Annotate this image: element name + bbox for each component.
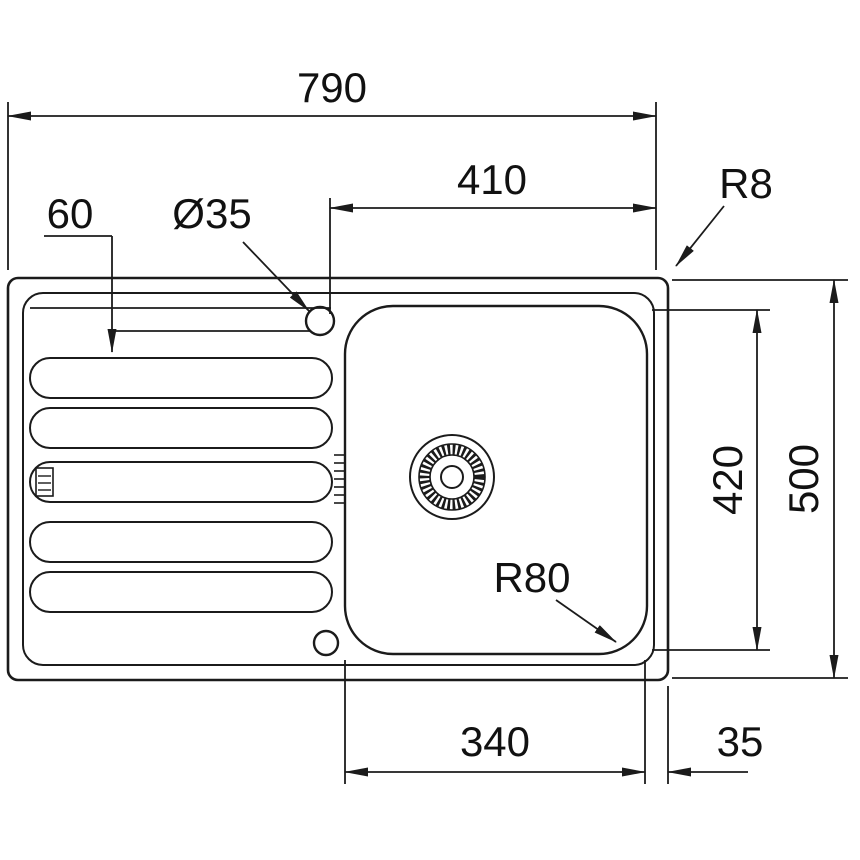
- tap-hole: [304, 305, 336, 337]
- drain-center-cap: [440, 465, 464, 489]
- drainer-grooves: [29, 357, 333, 613]
- dim-label-bowl-corner-radius: R80: [493, 554, 570, 601]
- dim-label-overall-depth: 500: [780, 444, 827, 514]
- bowl-outline: [343, 304, 649, 656]
- drain-outer-ring: [409, 434, 495, 520]
- dim-label-bowl-length: 420: [704, 445, 751, 515]
- dim-overall-width: 790: [7, 64, 657, 270]
- drainer-groove: [29, 521, 333, 563]
- dim-label-overall-width: 790: [297, 64, 367, 111]
- overflow-grill-frame: [35, 467, 54, 497]
- dim-bowl-length: 420: [652, 309, 770, 651]
- dim-overall-depth: 500: [672, 279, 848, 679]
- leader-line: [242, 241, 310, 312]
- drain: [409, 434, 495, 520]
- dim-bowl-to-edge: 35: [667, 686, 764, 784]
- leader-line: [675, 205, 725, 267]
- dim-label-rim-corner-radius: R8: [719, 160, 773, 207]
- dim-label-bowl-to-edge: 35: [717, 718, 764, 765]
- secondary-tap-hole: [312, 629, 340, 657]
- overflow-grill: [35, 467, 54, 497]
- leader-line: [555, 599, 617, 643]
- dim-drainer-top-offset: 60: [44, 190, 117, 353]
- drain-inner-ring: [429, 454, 475, 500]
- divider-ticks: [334, 454, 344, 504]
- dim-rim-corner-radius: R8: [675, 160, 773, 267]
- dim-label-tap-to-right-edge: 410: [457, 156, 527, 203]
- dim-label-tap-hole-diameter: Ø35: [172, 190, 251, 237]
- sink-inner-rim: [22, 292, 655, 666]
- drainer-groove: [29, 461, 333, 503]
- drainer-groove: [29, 357, 333, 399]
- dimensions: 790 410 R8 60 Ø35 420: [7, 64, 848, 784]
- dim-bowl-corner-radius: R80: [493, 554, 617, 643]
- drain-knurled-ring: [419, 444, 485, 510]
- drainer-groove: [29, 407, 333, 449]
- dim-label-drainer-top-offset: 60: [47, 190, 94, 237]
- dim-label-bowl-width: 340: [460, 718, 530, 765]
- sink-body: [6, 276, 670, 682]
- drainer-groove: [29, 571, 333, 613]
- dim-tap-to-right-edge: 410: [329, 156, 657, 314]
- dim-tap-hole-diameter: Ø35: [172, 190, 310, 312]
- dim-bowl-width: 340: [344, 660, 646, 784]
